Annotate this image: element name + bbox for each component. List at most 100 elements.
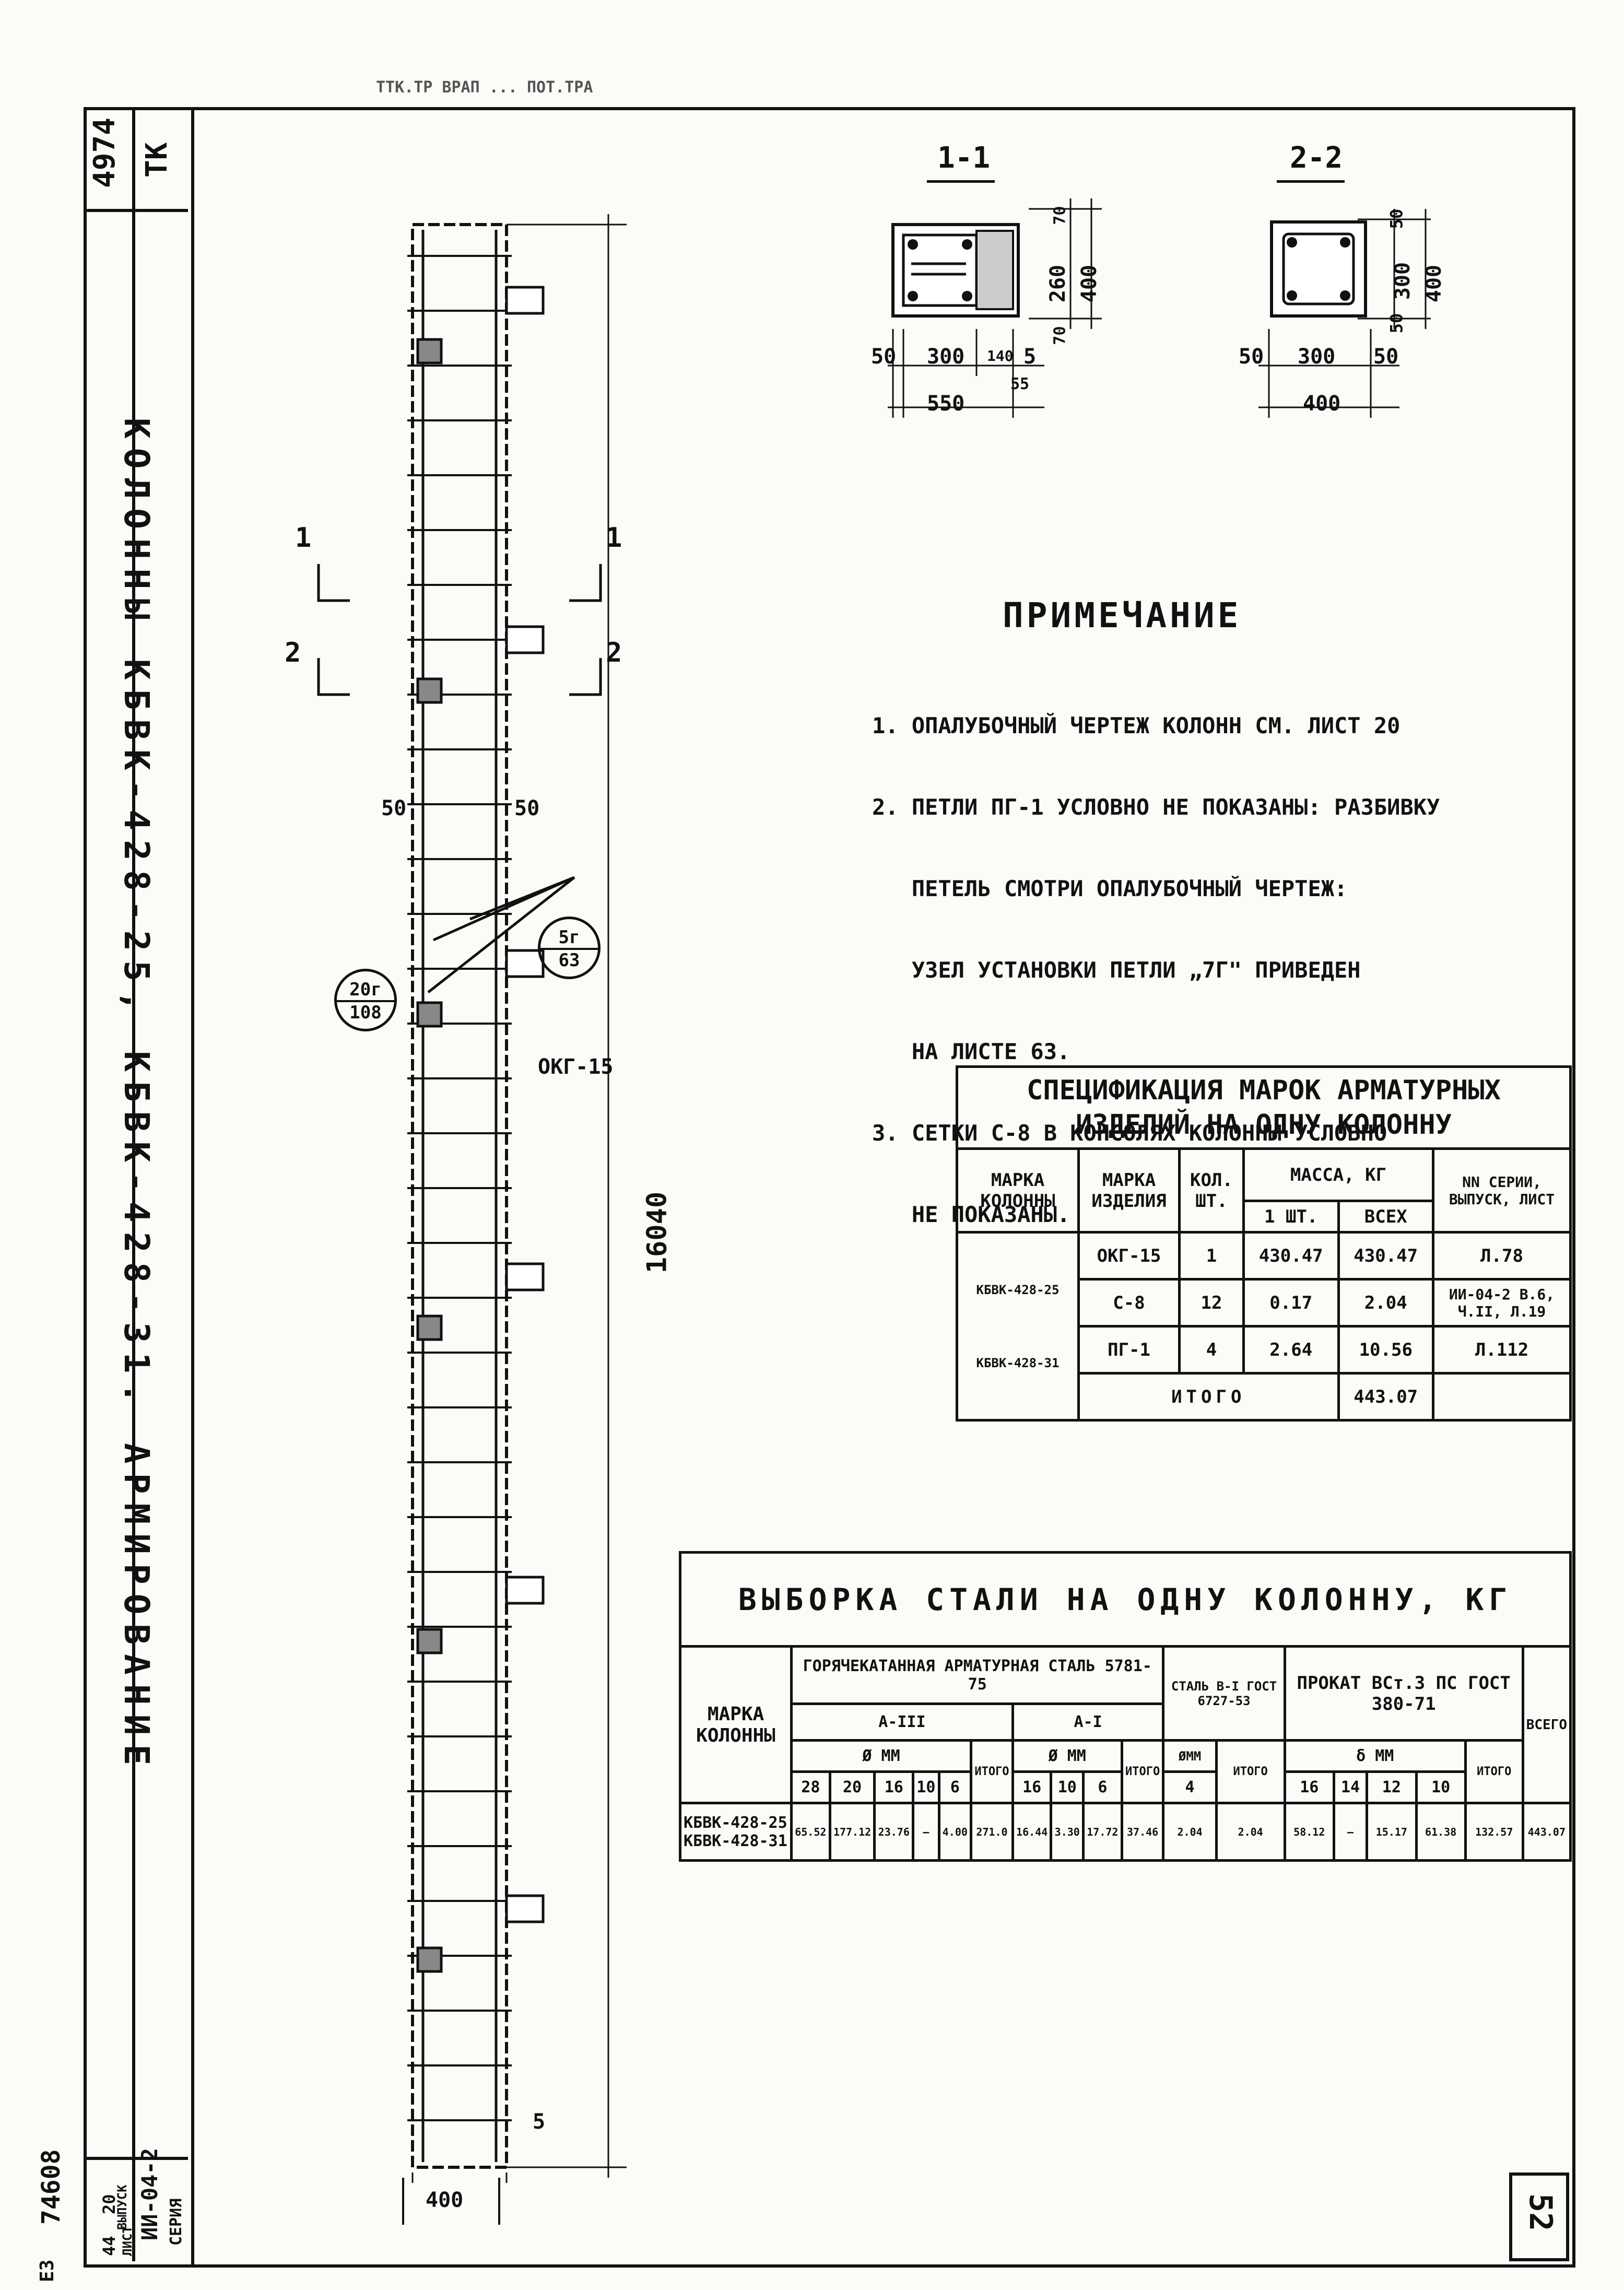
steel-row-mark-1: КБВК-428-25 bbox=[684, 1813, 787, 1832]
spec-r2-m1: 0.17 bbox=[1242, 1278, 1340, 1328]
s11-dim-55: 55 bbox=[1010, 375, 1030, 393]
steel-h-wire: СТАЛЬ В-I ГОСТ 6727-53 bbox=[1162, 1645, 1286, 1742]
section-1-1-title: 1-1 bbox=[937, 141, 991, 175]
section-2-2-dim-lines bbox=[1258, 209, 1431, 418]
list-value: 44 bbox=[99, 2236, 119, 2256]
section-2-2-title: 2-2 bbox=[1290, 141, 1343, 175]
steel-t-p-4: 10 bbox=[1415, 1770, 1467, 1804]
top-stamp: ТТК.ТР ВРАП ... ПОТ.ТРА bbox=[376, 78, 593, 97]
steel-v-2: 23.76 bbox=[873, 1802, 915, 1862]
s11-dim-5: 5 bbox=[1023, 345, 1037, 369]
spec-r1-m1: 430.47 bbox=[1242, 1231, 1340, 1281]
series-value: ИИ-04-2 bbox=[137, 2147, 162, 2240]
steel-h-itogo-p: ИТОГО bbox=[1464, 1739, 1524, 1804]
notes-title: ПРИМЕЧАНИЕ bbox=[1003, 595, 1242, 636]
sheet-title-vertical: КОЛОННЫ КБВК-428-25, КБВК-428-31. АРМИРО… bbox=[116, 418, 157, 1775]
column-width-box bbox=[402, 2178, 500, 2225]
callout-20g: 20г 108 bbox=[334, 969, 397, 1031]
steel-h-vsego: ВСЕГО bbox=[1521, 1645, 1572, 1804]
sheet-number: 52 bbox=[1522, 2193, 1559, 2232]
spec-r1-kol: 1 bbox=[1178, 1231, 1245, 1281]
spec-r3-kol: 4 bbox=[1178, 1325, 1245, 1375]
callout-5g: 5г 63 bbox=[538, 917, 601, 979]
note-line-2: 2. ПЕТЛИ ПГ-1 УСЛОВНО НЕ ПОКАЗАНЫ: РАЗБИ… bbox=[872, 794, 1440, 820]
sheet-number-box bbox=[1509, 2172, 1569, 2261]
s11-dim-v70b: 70 bbox=[1051, 326, 1069, 345]
s22-dim-v400: 400 bbox=[1422, 264, 1446, 303]
steel-d-a3-1: 28 bbox=[790, 1770, 831, 1804]
note-line-1: 1. ОПАЛУБОЧНЫЙ ЧЕРТЕЖ КОЛОНН СМ. ЛИСТ 20 bbox=[872, 713, 1401, 738]
spec-h-marka-kol: МАРКА КОЛОННЫ bbox=[956, 1147, 1080, 1234]
steel-v-10: 2.04 bbox=[1162, 1802, 1218, 1862]
s11-dim-v400: 400 bbox=[1077, 264, 1102, 303]
code-top: 4974 bbox=[88, 118, 122, 188]
tk-label: ТК bbox=[140, 142, 174, 178]
section-1-1-underline bbox=[927, 180, 995, 183]
embedded-plate bbox=[416, 677, 443, 704]
spec-itogo-empty bbox=[1432, 1372, 1572, 1422]
spec-r3-m1: 2.64 bbox=[1242, 1325, 1340, 1375]
spec-col-mark-2: КБВК-428-31 bbox=[976, 1355, 1060, 1370]
steel-v-1: 177.12 bbox=[828, 1802, 876, 1862]
side-dim-left: 50 bbox=[381, 796, 407, 820]
steel-d-w-1: 4 bbox=[1162, 1770, 1218, 1804]
steel-v-16: 132.57 bbox=[1464, 1802, 1524, 1862]
console bbox=[505, 625, 545, 654]
spec-h-kol: КОЛ. ШТ. bbox=[1178, 1147, 1245, 1234]
side-dim-right: 50 bbox=[514, 796, 540, 820]
steel-d-a1-3: 6 bbox=[1082, 1770, 1123, 1804]
steel-h-itogo-a3: ИТОГО bbox=[970, 1739, 1014, 1804]
steel-h-a1: А-I bbox=[1011, 1702, 1165, 1742]
steel-v-7: 3.30 bbox=[1050, 1802, 1085, 1862]
spec-table: СПЕЦИФИКАЦИЯ МАРОК АРМАТУРНЫХ ИЗДЕЛИЙ НА… bbox=[956, 1065, 1572, 1422]
steel-d-a1-2: 10 bbox=[1050, 1770, 1085, 1804]
steel-v-3: — bbox=[912, 1802, 940, 1862]
steel-row-marks: КБВК-428-25 КБВК-428-31 bbox=[679, 1802, 793, 1862]
embedded-plate bbox=[416, 1001, 443, 1028]
note-line-3: ПЕТЕЛЬ СМОТРИ ОПАЛУБОЧНЫЙ ЧЕРТЕЖ: bbox=[872, 876, 1348, 901]
spec-h-vseh: ВСЕХ bbox=[1337, 1200, 1434, 1234]
spec-r2-ref: ИИ-04-2 В.6, Ч.II, Л.19 bbox=[1432, 1278, 1572, 1328]
s11-dim-140: 140 bbox=[987, 347, 1014, 365]
spec-r2-mall: 2.04 bbox=[1337, 1278, 1434, 1328]
s22-dim-300: 300 bbox=[1298, 345, 1336, 369]
spec-itogo-label: ИТОГО bbox=[1077, 1372, 1340, 1422]
steel-h-dmm-w: ØММ bbox=[1162, 1739, 1218, 1773]
steel-table-title: ВЫБОРКА СТАЛИ НА ОДНУ КОЛОННУ, КГ bbox=[679, 1551, 1572, 1648]
bottom-code-2: ЕЗ bbox=[37, 2259, 58, 2282]
spec-table-title: СПЕЦИФИКАЦИЯ МАРОК АРМАТУРНЫХ ИЗДЕЛИЙ НА… bbox=[956, 1065, 1572, 1150]
spec-title-2: ИЗДЕЛИЙ НА ОДНУ КОЛОННУ bbox=[1075, 1109, 1452, 1141]
embedded-plate bbox=[416, 1314, 443, 1341]
steel-v-0: 65.52 bbox=[790, 1802, 831, 1862]
note-line-5: НА ЛИСТЕ 63. bbox=[872, 1039, 1070, 1064]
callout-5g-bottom: 63 bbox=[558, 950, 580, 971]
bottom-code: 74608 bbox=[37, 2149, 66, 2225]
console bbox=[505, 1576, 545, 1605]
section-2-2-underline bbox=[1277, 180, 1345, 183]
steel-row-mark-2: КБВК-428-31 bbox=[684, 1831, 787, 1850]
steel-h-prokat: ПРОКАТ ВСт.3 ПС ГОСТ 380-71 bbox=[1283, 1645, 1524, 1742]
callout-5g-top: 5г bbox=[540, 919, 598, 950]
section-1-1-dim-lines bbox=[888, 198, 1102, 418]
cut-mark-2-right: 2 bbox=[606, 637, 622, 668]
cut-mark-1-left: 1 bbox=[295, 522, 312, 554]
series-label: СЕРИЯ bbox=[167, 2198, 185, 2246]
steel-d-a1-1: 16 bbox=[1011, 1770, 1053, 1804]
steel-v-4: 4.00 bbox=[937, 1802, 973, 1862]
steel-v-14: 15.17 bbox=[1366, 1802, 1418, 1862]
title-strip-divider bbox=[132, 107, 135, 2261]
spec-r3-mall: 10.56 bbox=[1337, 1325, 1434, 1375]
embedded-plate bbox=[416, 1628, 443, 1654]
column-drawing bbox=[317, 214, 627, 2183]
steel-h-dmm-a3: Ø ММ bbox=[790, 1739, 973, 1773]
section-2-2-drawing bbox=[1270, 220, 1367, 318]
spec-r3-izd: ПГ-1 bbox=[1077, 1325, 1181, 1375]
spec-h-massa: МАССА, КГ bbox=[1242, 1147, 1434, 1202]
s11-dim-50: 50 bbox=[871, 345, 897, 369]
steel-v-17: 443.07 bbox=[1521, 1802, 1572, 1862]
steel-h-marka: МАРКА КОЛОННЫ bbox=[679, 1645, 793, 1804]
s22-dim-v300: 300 bbox=[1391, 262, 1415, 300]
spec-h-1sht: 1 ШТ. bbox=[1242, 1200, 1340, 1234]
spec-r2-kol: 12 bbox=[1178, 1278, 1245, 1328]
steel-h-a3: А-III bbox=[790, 1702, 1014, 1742]
